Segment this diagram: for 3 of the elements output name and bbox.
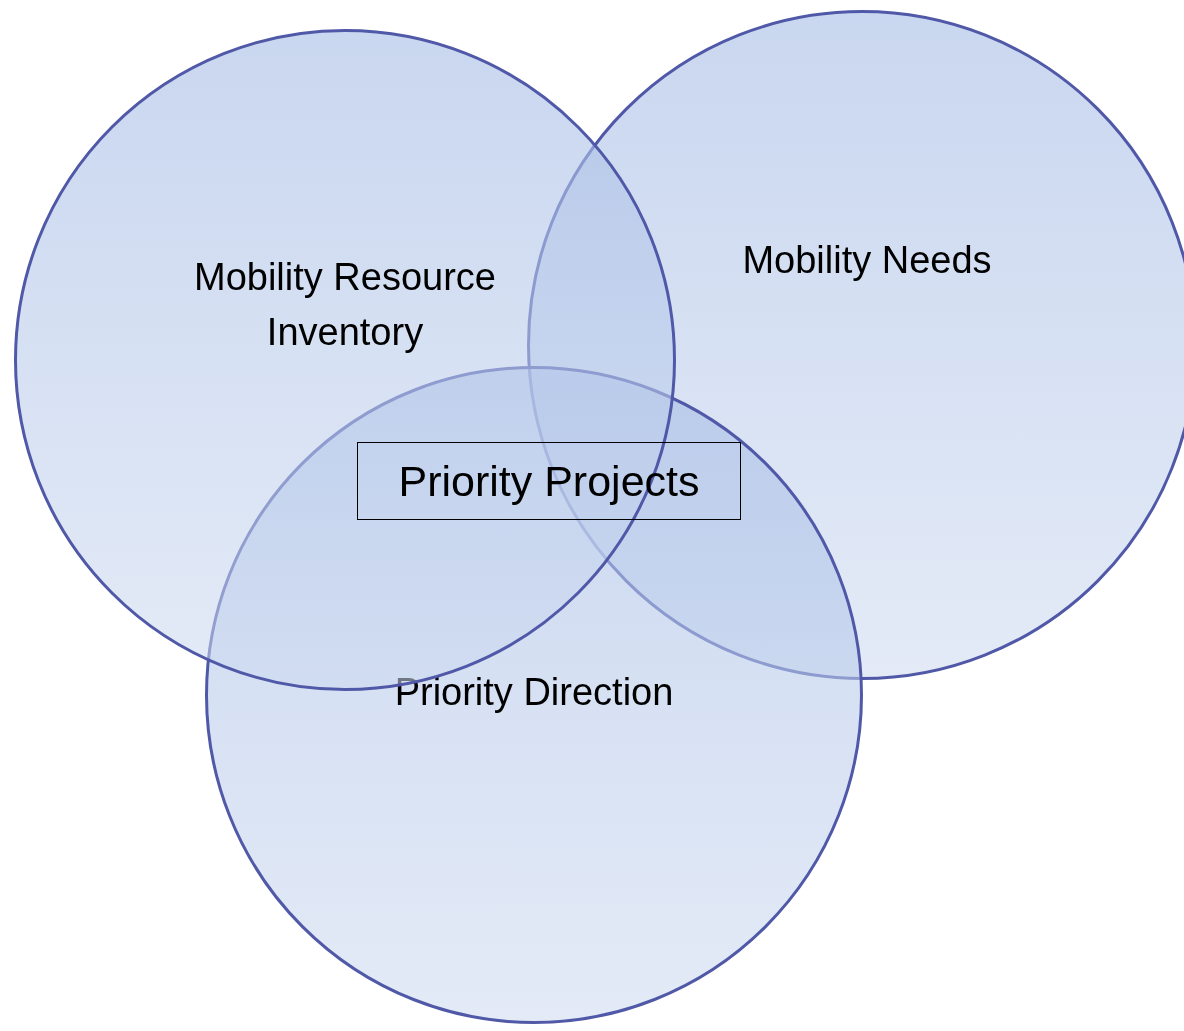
circle-label: Mobility Needs (741, 238, 993, 283)
circle-label: Mobility Resource Inventory (193, 255, 497, 356)
circle-label: Priority Direction (393, 670, 675, 715)
